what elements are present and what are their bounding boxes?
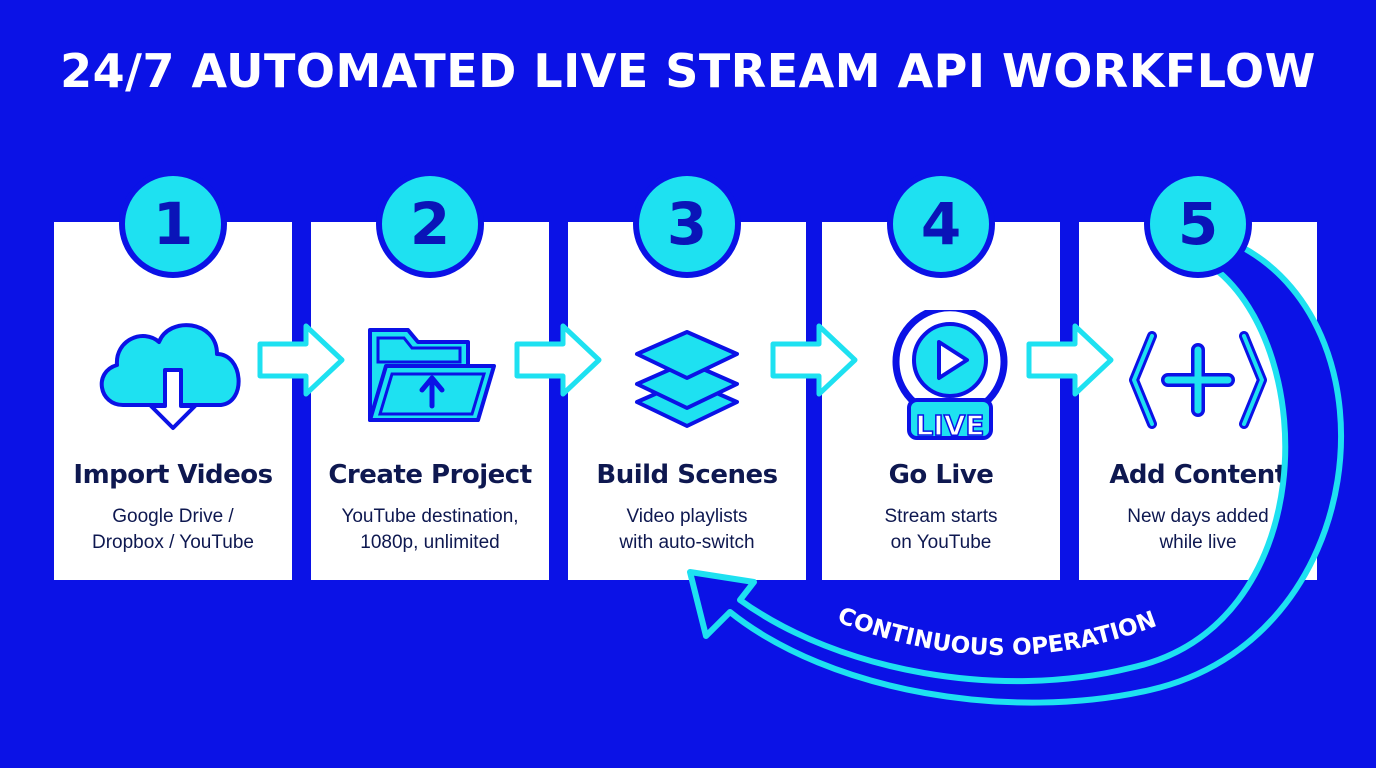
- step-title: Build Scenes: [596, 460, 778, 490]
- folder-upload-icon: [368, 328, 496, 422]
- step-number-badge: 4: [887, 170, 995, 278]
- layers-icon: [635, 330, 739, 428]
- step-card-import-videos: Import Videos Google Drive / Dropbox / Y…: [54, 222, 292, 580]
- step-description: Stream starts on YouTube: [884, 506, 998, 553]
- arrow-right-icon: [1026, 323, 1114, 397]
- arrow-right-icon: [257, 323, 345, 397]
- svg-text:CONTINUOUS OPERATION: CONTINUOUS OPERATION: [834, 603, 1160, 661]
- step-title: Add Content: [1109, 460, 1287, 490]
- cloud-download-icon: [99, 323, 241, 430]
- step-description: Video playlists with auto-switch: [619, 506, 755, 553]
- step-title: Import Videos: [73, 460, 273, 490]
- arrow-right-icon: [770, 323, 858, 397]
- step-title: Go Live: [888, 460, 994, 490]
- live-badge: LIVE: [915, 408, 986, 443]
- loop-label: CONTINUOUS OPERATION: [834, 603, 1160, 661]
- add-content-icon: [1129, 331, 1267, 429]
- step-number-badge: 1: [119, 170, 227, 278]
- step-description: Google Drive / Dropbox / YouTube: [92, 506, 254, 553]
- step-number-badge: 5: [1144, 170, 1252, 278]
- arrow-right-icon: [514, 323, 602, 397]
- step-description: New days added while live: [1127, 506, 1269, 553]
- step-card-create-project: Create Project YouTube destination, 1080…: [311, 222, 549, 580]
- step-title: Create Project: [328, 460, 532, 490]
- step-description: YouTube destination, 1080p, unlimited: [341, 506, 519, 553]
- step-number-badge: 3: [633, 170, 741, 278]
- page-title: 24/7 AUTOMATED LIVE STREAM API WORKFLOW: [60, 44, 1316, 98]
- step-number-badge: 2: [376, 170, 484, 278]
